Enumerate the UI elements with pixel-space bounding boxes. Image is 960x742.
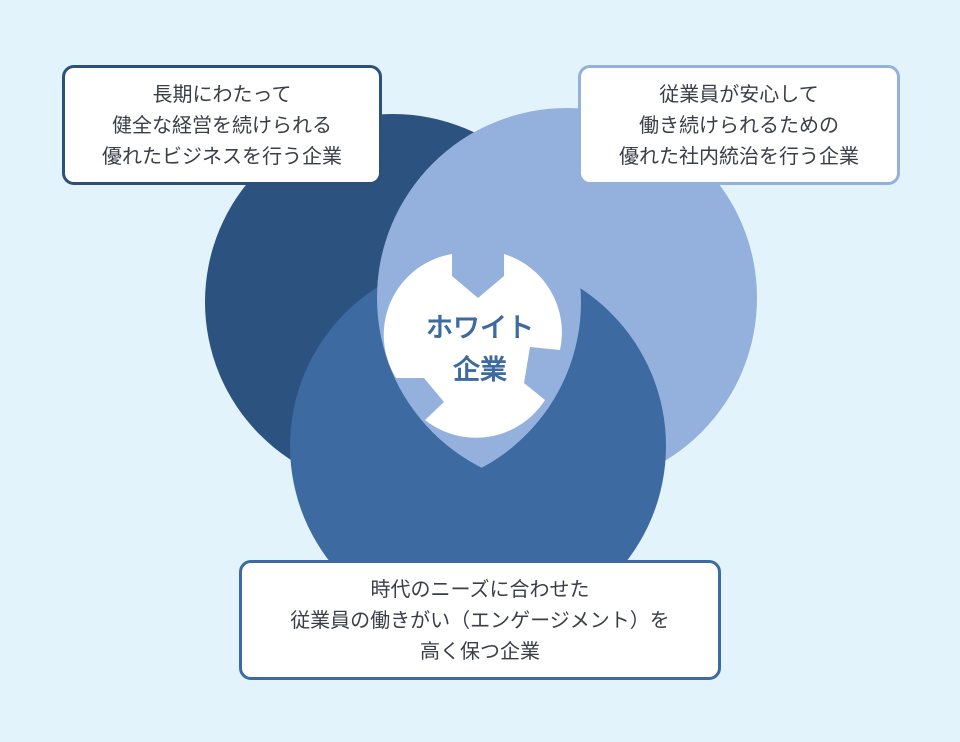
box-right-line-1: 従業員が安心して (659, 81, 819, 106)
box-left-line-1: 長期にわたって (152, 81, 292, 106)
box-bottom-line-1: 時代のニーズに合わせた (370, 576, 590, 601)
box-right-line-3: 優れた社内統治を行う企業 (619, 143, 859, 168)
box-bottom-line-2: 従業員の働きがい（エンゲージメント）を (290, 607, 670, 632)
box-bottom: 時代のニーズに合わせた 従業員の働きがい（エンゲージメント）を 高く保つ企業 (239, 560, 721, 680)
box-left: 長期にわたって 健全な経営を続けられる 優れたビジネスを行う企業 (62, 65, 382, 185)
center-shape (383, 254, 562, 438)
box-left-line-3: 優れたビジネスを行う企業 (102, 143, 342, 168)
box-left-line-2: 健全な経営を続けられる (112, 112, 332, 137)
box-right: 従業員が安心して 働き続けられるための 優れた社内統治を行う企業 (578, 65, 900, 185)
center-title-line-2: 企業 (453, 355, 507, 386)
box-bottom-line-3: 高く保つ企業 (420, 638, 540, 663)
center-title-line-1: ホワイト (426, 313, 534, 344)
box-right-line-2: 働き続けられるための (639, 112, 839, 137)
